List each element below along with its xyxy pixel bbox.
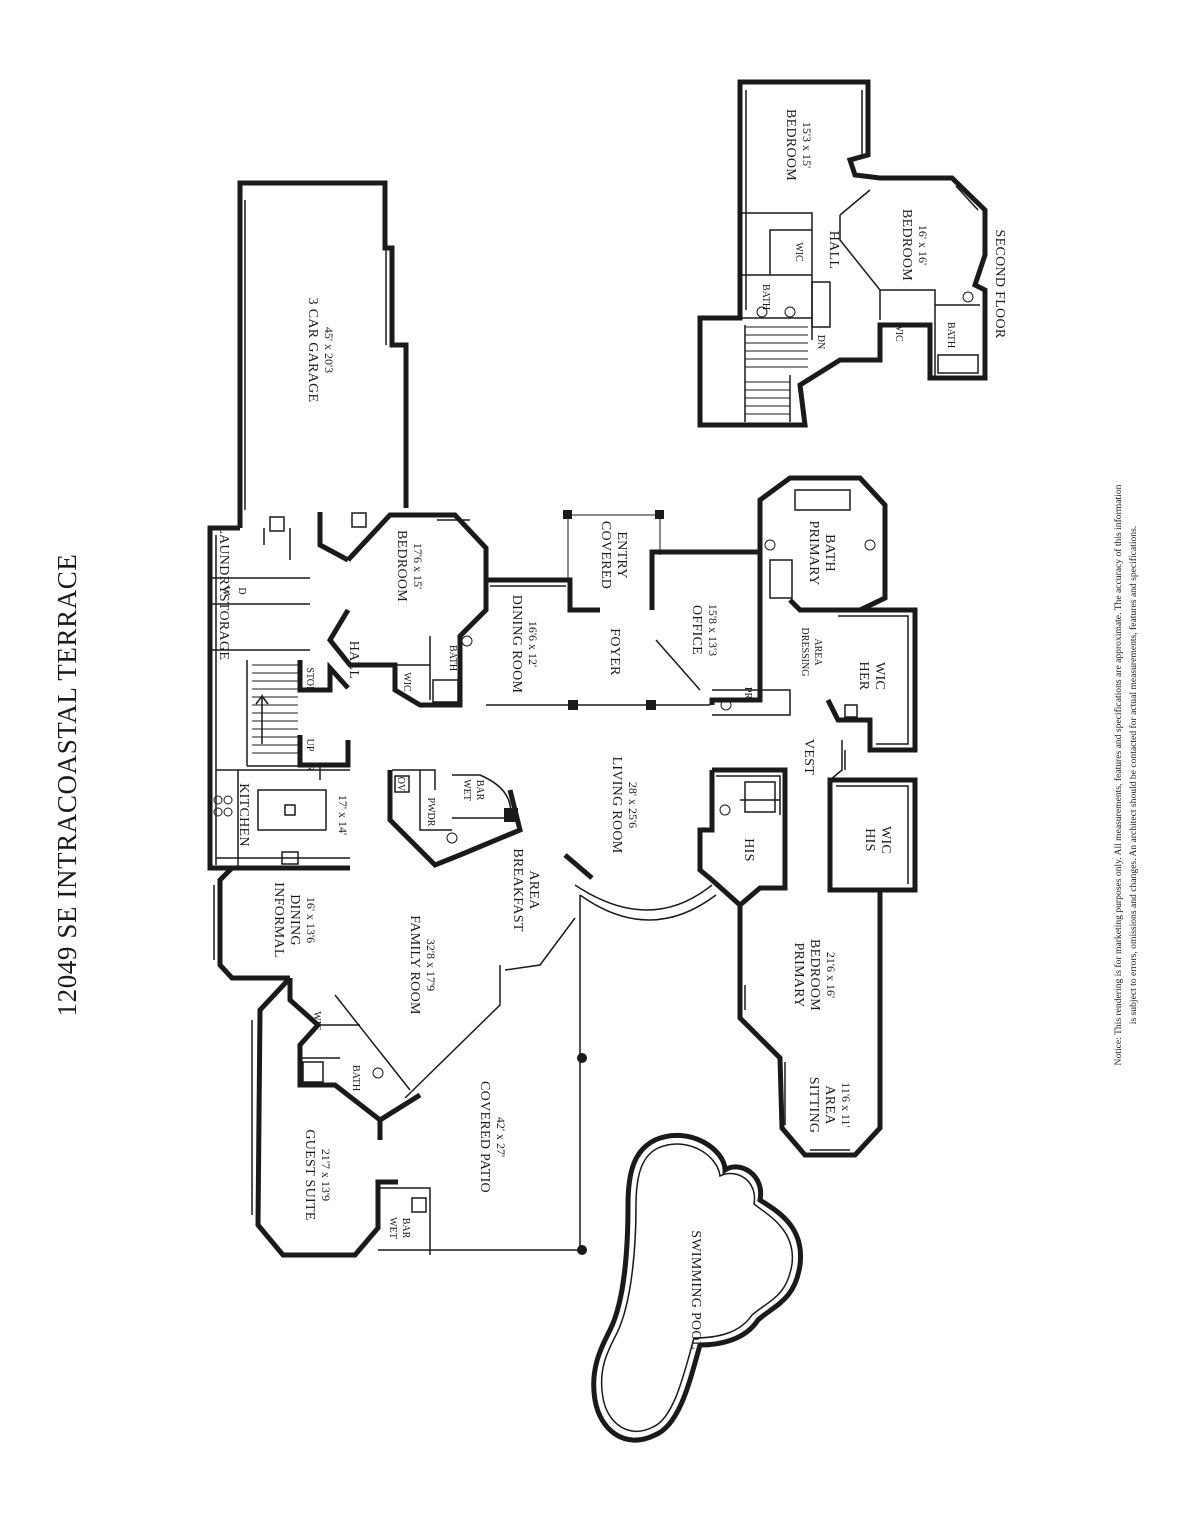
laundry-label: LAUNDRY	[216, 525, 231, 595]
his-wic-line1: HIS	[862, 828, 877, 851]
upper-stair	[744, 325, 808, 422]
dressing-area-line2: AREA	[812, 638, 823, 666]
upper-bath-1-label: BATH	[760, 284, 771, 310]
bedroom-label: BEDROOM	[394, 530, 409, 602]
primary-bedroom-line1: PRIMARY	[791, 942, 806, 1007]
upper-hall-label: HALL	[826, 231, 841, 270]
notice-text: Notice: This rendering is for marketing …	[1113, 484, 1139, 1065]
living-room-dims: 28' x 25'6	[626, 782, 640, 828]
upper-wic-1-label: WIC	[793, 242, 804, 262]
plan-title: 12049 SE INTRACOASTAL TERRACE	[52, 553, 82, 1016]
wet-bar-line2: BAR	[474, 780, 485, 801]
guest-bath-label: BATH	[350, 1065, 361, 1091]
patio-wet-bar-line1: WET	[387, 1217, 398, 1239]
swimming-pool	[591, 1133, 803, 1443]
upper-bedroom-1-label: BEDROOM	[783, 109, 798, 181]
guest-wic-label: WIC	[311, 1011, 322, 1031]
covered-patio-label: COVERED PATIO	[477, 1081, 492, 1193]
ov-label: OV	[395, 777, 406, 792]
covered-patio-dims: 42' x 27'	[494, 1117, 508, 1157]
pwdr-label: PWDR	[425, 798, 436, 827]
notice-line-1: Notice: This rendering is for marketing …	[1113, 484, 1124, 1065]
wet-bar-line1: WET	[461, 779, 472, 801]
second-floor-walls	[697, 79, 988, 428]
informal-dining-line2: DINING	[287, 894, 302, 946]
r-label: R	[304, 765, 315, 772]
sitting-area-dims: 11'6 x 11'	[839, 1082, 853, 1127]
upper-bedroom-1-dims: 15'3 x 15'	[800, 122, 814, 168]
bedroom-bath-label: BATH	[447, 645, 458, 671]
hall-label: HALL	[346, 641, 361, 680]
her-wic-line1: HER	[856, 662, 871, 691]
guest-suite-label: GUEST SUITE	[302, 1129, 317, 1220]
covered-entry-line1: COVERED	[598, 521, 613, 589]
family-room-dims: 32'8 x 17'9	[424, 939, 438, 991]
informal-dining-line1: INFORMAL	[271, 882, 286, 958]
patio-wet-bar-line2: BAR	[400, 1218, 411, 1239]
notice-line-2: is subject to errors, omissions and chan…	[1128, 526, 1139, 1024]
second-floor-label: SECOND FLOOR	[992, 229, 1007, 338]
family-room-label: FAMILY ROOM	[407, 915, 422, 1015]
sitting-area-line2: AREA	[822, 1085, 837, 1125]
garage-dims: 45' x 20'3	[322, 327, 336, 373]
office-label: OFFICE	[689, 605, 704, 655]
primary-bedroom-line2: BEDROOM	[807, 939, 822, 1011]
up-label: UP	[304, 739, 315, 752]
informal-dining-dims: 16' x 13'6	[304, 897, 318, 943]
main-floor-labels: 3 CAR GARAGE 45' x 20'3 LAUNDRY W D STOR…	[216, 298, 893, 1350]
stor-label: STOR	[304, 667, 315, 693]
guest-suite-dims: 21'7 x 13'9	[319, 1149, 333, 1201]
dressing-area-line1: DRESSING	[799, 628, 810, 677]
breakfast-area-line1: BREAKFAST	[510, 848, 525, 931]
his-wic-line2: WIC	[878, 826, 893, 854]
upper-bedroom-2-dims: 16' x 16'	[916, 225, 930, 265]
bedroom-wic-label: WIC	[401, 672, 412, 692]
kitchen-label: KITCHEN	[236, 783, 251, 847]
upper-bath-2-label: BATH	[945, 322, 956, 348]
breakfast-area-line2: AREA	[526, 870, 541, 910]
storage-label: STORAGE	[216, 594, 231, 660]
washer-label: W	[220, 586, 231, 596]
swimming-pool-label: SWIMMING POOL	[688, 1230, 703, 1349]
her-wic-line2: WIC	[872, 662, 887, 690]
living-room-label: LIVING ROOM	[609, 756, 624, 853]
bedroom-dims: 17'6 x 15'	[411, 543, 425, 589]
dryer-label: D	[236, 587, 247, 594]
main-stair	[252, 664, 298, 754]
pr-label: PR	[742, 687, 753, 700]
sitting-area-line1: SITTING	[806, 1077, 821, 1134]
main-floor-walls	[207, 180, 918, 1258]
office-dims: 15'8 x 13'3	[706, 604, 720, 656]
primary-bath-line1: PRIMARY	[806, 520, 821, 585]
upper-bedroom-2-label: BEDROOM	[899, 209, 914, 281]
dining-room-dims: 16'6 x 12'	[526, 621, 540, 667]
foyer-label: FOYER	[607, 628, 622, 676]
garage-label: 3 CAR GARAGE	[305, 298, 320, 403]
dn-label: DN	[815, 335, 826, 349]
kitchen-dims: 17' x 14'	[336, 795, 350, 835]
upper-wic-2-label: WIC	[893, 322, 904, 342]
primary-bath-line2: BATH	[822, 534, 837, 572]
second-floor-labels: BEDROOM 15'3 x 15' WIC BATH HALL BEDROOM…	[760, 109, 1007, 349]
his-bath-label: HIS	[741, 838, 756, 861]
primary-bedroom-dims: 21'6 x 16'	[824, 952, 838, 998]
dining-room-label: DINING ROOM	[509, 595, 524, 694]
vest-label: VEST	[801, 739, 816, 775]
covered-entry-line2: ENTRY	[614, 531, 629, 578]
